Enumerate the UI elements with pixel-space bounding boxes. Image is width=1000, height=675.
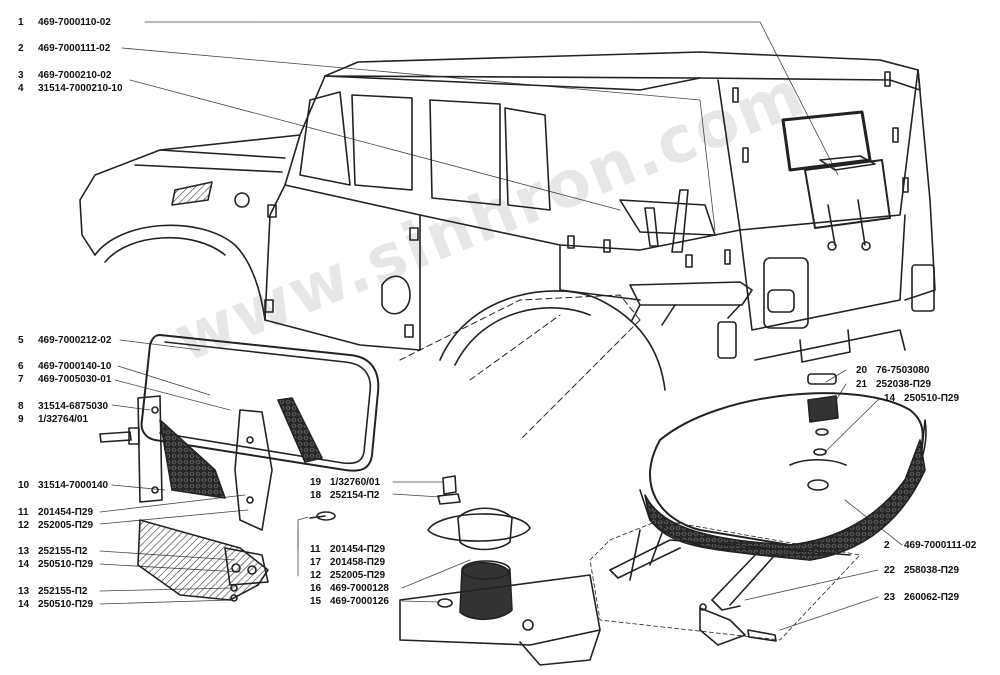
mount-assembly [309,475,601,666]
side-seat-frame [619,189,753,326]
seat-cushion-right [639,373,927,561]
seat-cushion-left [137,519,269,602]
bolt-9 [99,427,140,445]
hidden-lines [399,294,641,441]
rear-wheel-bracket [804,155,891,251]
seat-frame-right [589,519,861,646]
hinge-brackets [137,395,323,531]
vehicle-body [79,51,936,391]
backrest-panel [140,334,380,472]
